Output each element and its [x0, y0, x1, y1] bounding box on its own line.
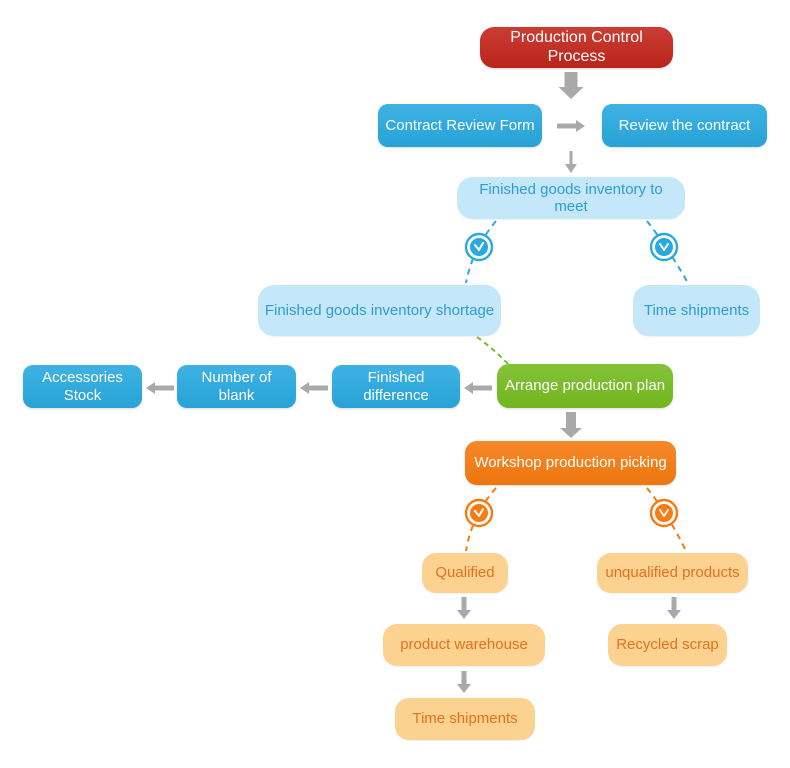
node-finished-goods-inventory-shortage: Finished goods inventory shortage [258, 285, 501, 336]
arrow-down-medium [560, 412, 582, 438]
node-label: Review the contract [618, 116, 751, 134]
clock-icon [649, 498, 679, 528]
node-recycled-scrap: Recycled scrap [608, 624, 727, 666]
arrow-down-small [565, 151, 577, 173]
node-workshop-production-picking: Workshop production picking [465, 441, 676, 485]
node-label: Accessories Stock [42, 369, 123, 404]
node-label: Workshop production picking [474, 454, 667, 472]
node-label: Arrange production plan [504, 377, 666, 395]
arrow-left [464, 382, 492, 394]
node-label: Time shipments [643, 301, 750, 319]
node-time-shipments-upper: Time shipments [633, 285, 760, 336]
node-number-of-blank: Number of blank [177, 365, 296, 408]
node-label: Finished goods inventory to meet [479, 180, 663, 215]
node-contract-review-form: Contract Review Form [378, 104, 542, 147]
node-label: Contract Review Form [385, 116, 535, 134]
arrow-down-small [457, 597, 471, 619]
dashed-connector-green [476, 336, 511, 367]
node-qualified: Qualified [422, 553, 508, 593]
node-label: Time shipments [412, 710, 518, 728]
arrow-down-small [457, 671, 471, 693]
node-time-shipments-lower: Time shipments [395, 698, 535, 740]
node-finished-difference: Finished difference [332, 365, 460, 408]
clock-icon [649, 232, 679, 262]
node-label: Recycled scrap [616, 636, 719, 654]
arrow-left [146, 382, 174, 394]
node-label: Finished goods inventory shortage [264, 301, 495, 319]
node-finished-goods-inventory-to-meet: Finished goods inventory to meet [457, 177, 685, 219]
arrow-left [300, 382, 328, 394]
node-unqualified-products: unqualified products [597, 553, 748, 593]
arrow-down-small [667, 597, 681, 619]
node-review-the-contract: Review the contract [602, 104, 767, 147]
clock-icon [464, 232, 494, 262]
arrow-right [557, 120, 585, 132]
node-production-control-process: Production Control Process [480, 27, 673, 68]
arrow-down-large [558, 72, 584, 99]
clock-icon [464, 498, 494, 528]
node-product-warehouse: product warehouse [383, 624, 545, 666]
node-label: Number of blank [201, 369, 272, 404]
node-label: unqualified products [605, 564, 740, 582]
node-label: Production Control Process [510, 29, 643, 65]
node-accessories-stock: Accessories Stock [23, 365, 142, 408]
node-label: Qualified [435, 564, 495, 582]
node-label: product warehouse [400, 636, 528, 654]
node-arrange-production-plan: Arrange production plan [497, 364, 673, 408]
node-label: Finished difference [363, 369, 429, 404]
